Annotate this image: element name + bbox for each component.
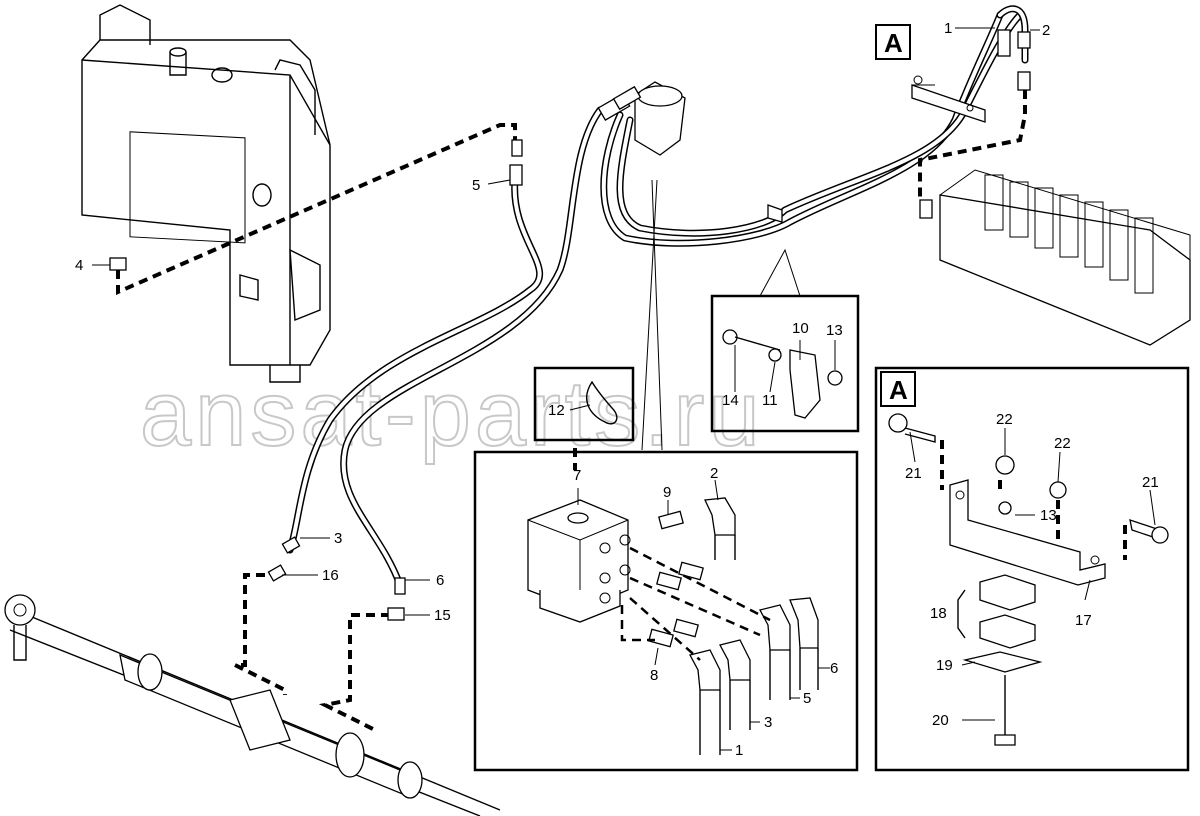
- callout-14: 14: [722, 392, 739, 409]
- valve-detail: [527, 497, 819, 755]
- callout-leaders: [92, 27, 1156, 751]
- hose-bundle: [286, 5, 1029, 589]
- detail-box-clamp: [710, 294, 860, 433]
- callout-detail-1: 1: [735, 742, 743, 759]
- callout-a-19: 19: [936, 657, 953, 674]
- detail-box-a: [874, 366, 1190, 772]
- callout-1: 1: [944, 20, 952, 37]
- hose-clamp: [767, 204, 783, 223]
- bracket-detail: [888, 413, 1169, 746]
- callout-4: 4: [75, 257, 83, 274]
- detail-box-valve: [473, 450, 859, 772]
- callout-16: 16: [322, 567, 339, 584]
- callout-labels: 1 2 4 5 3 16 6 15 12 10 13 14 11 7 9 2 8…: [75, 20, 1159, 759]
- cable-tie: [586, 380, 618, 425]
- watermark-text: ansat-parts.ru: [140, 363, 764, 465]
- control-valve: [919, 169, 1191, 346]
- view-marker-main: A: [884, 28, 903, 58]
- callout-a-22-top: 22: [996, 411, 1013, 428]
- callout-detail-8: 8: [650, 667, 658, 684]
- view-marker-box-main: [875, 24, 911, 60]
- callout-a-18: 18: [930, 605, 947, 622]
- view-marker-box-detail: [880, 371, 916, 407]
- leader-line: [651, 179, 663, 451]
- leader-line: [759, 248, 801, 297]
- detail-box-clip: [533, 366, 635, 442]
- callout-13: 13: [826, 322, 843, 339]
- callout-a-17: 17: [1075, 612, 1092, 629]
- callout-11: 11: [762, 392, 778, 409]
- steering-valve: [597, 81, 686, 156]
- callout-a-21-left: 21: [905, 465, 922, 482]
- callout-detail-5: 5: [803, 690, 811, 707]
- callout-detail-2: 2: [710, 465, 718, 482]
- callout-detail-7: 7: [573, 467, 581, 484]
- view-marker-detail: A: [889, 375, 908, 405]
- callout-detail-6: 6: [830, 660, 838, 677]
- clamp-assembly: [722, 329, 843, 419]
- callout-2: 2: [1042, 22, 1050, 39]
- callout-6: 6: [436, 572, 444, 589]
- callout-a-21-right: 21: [1142, 474, 1159, 491]
- callout-detail-9: 9: [663, 484, 671, 501]
- callout-a-22-right: 22: [1054, 435, 1071, 452]
- callout-15: 15: [434, 607, 451, 624]
- callout-3: 3: [334, 530, 342, 547]
- callout-12: 12: [548, 402, 565, 419]
- callout-5: 5: [472, 177, 480, 194]
- leader-line: [641, 179, 658, 451]
- fittings-main: [109, 139, 523, 621]
- callout-a-13: 13: [1040, 507, 1057, 524]
- callout-10: 10: [792, 320, 809, 337]
- steering-cylinder: [4, 594, 501, 816]
- bracket-a: [911, 29, 1031, 123]
- callout-a-20: 20: [932, 712, 949, 729]
- hydraulic-tank: [81, 4, 331, 383]
- callout-detail-3: 3: [764, 714, 772, 731]
